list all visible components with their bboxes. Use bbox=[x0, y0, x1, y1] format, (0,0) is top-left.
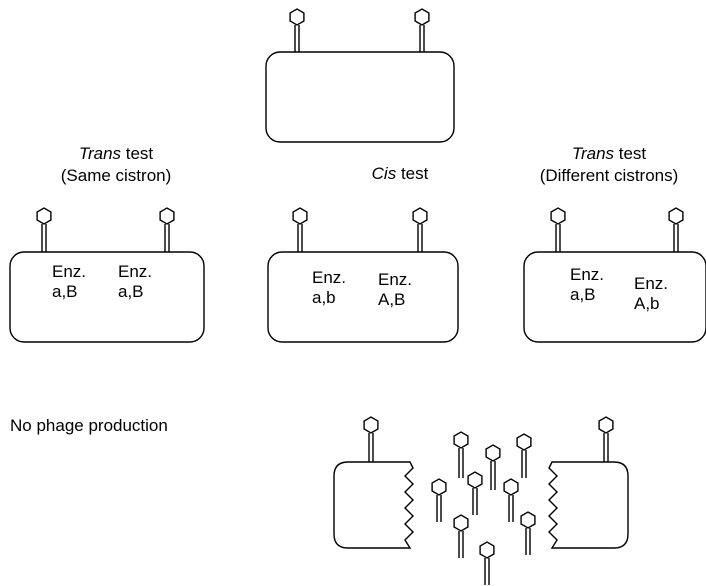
phage-icon bbox=[159, 207, 175, 252]
phage-head bbox=[453, 431, 469, 449]
phage-head bbox=[412, 207, 428, 225]
phage-head bbox=[363, 416, 379, 434]
phage-icon bbox=[467, 471, 483, 515]
phage-icon bbox=[292, 207, 308, 252]
phage-icon bbox=[453, 431, 469, 478]
enzyme-genotype: a,B bbox=[118, 282, 144, 301]
phage-icon bbox=[363, 416, 379, 462]
cis-enzyme-2: Enz. A,B bbox=[378, 270, 412, 310]
enzyme-label: Enz. bbox=[570, 265, 605, 284]
top-bacterial-cell bbox=[265, 51, 455, 143]
phage-icon bbox=[503, 478, 519, 522]
phage-icon bbox=[289, 8, 305, 52]
trans-diff-enzyme-1: Enz. a,B bbox=[570, 265, 604, 305]
cis-title-italic: Cis bbox=[371, 164, 397, 183]
trans-diff-title: Trans test bbox=[514, 144, 704, 164]
trans-same-enzyme-1: Enz. a,B bbox=[52, 262, 86, 302]
phage-icon bbox=[516, 433, 532, 478]
phage-head bbox=[289, 8, 305, 26]
phage-head bbox=[479, 541, 495, 559]
enzyme-genotype: a,B bbox=[570, 285, 596, 304]
phage-head bbox=[668, 207, 684, 225]
trans-same-cell bbox=[9, 251, 205, 343]
phage-icon bbox=[414, 8, 430, 52]
phage-icon bbox=[550, 207, 566, 252]
cis-title: Cis test bbox=[330, 164, 470, 184]
lysed-cell-left bbox=[333, 461, 414, 549]
cis-enzyme-1: Enz. a,b bbox=[312, 268, 346, 308]
phage-icon bbox=[485, 444, 501, 490]
phage-icon bbox=[36, 207, 52, 252]
phage-head bbox=[550, 207, 566, 225]
trans-same-title-rest: test bbox=[121, 144, 154, 163]
phage-icon bbox=[598, 416, 614, 462]
enzyme-genotype: A,B bbox=[378, 290, 406, 309]
phage-icon bbox=[412, 207, 428, 252]
phage-head bbox=[516, 433, 532, 451]
phage-icon bbox=[668, 207, 684, 252]
phage-head bbox=[503, 478, 519, 496]
phage-head bbox=[467, 471, 483, 489]
phage-head bbox=[431, 478, 447, 496]
phage-icon bbox=[479, 541, 495, 585]
phage-icon bbox=[520, 511, 536, 555]
phage-head bbox=[414, 8, 430, 26]
trans-same-title: Trans test bbox=[16, 144, 216, 164]
phage-head bbox=[485, 444, 501, 462]
trans-diff-cell bbox=[523, 251, 706, 343]
phage-head bbox=[292, 207, 308, 225]
cis-title-rest: test bbox=[396, 164, 429, 183]
trans-same-subtitle: (Same cistron) bbox=[60, 166, 172, 185]
phage-head bbox=[159, 207, 175, 225]
phage-head bbox=[36, 207, 52, 225]
trans-diff-subtitle: (Different cistrons) bbox=[539, 166, 679, 185]
phage-icon bbox=[431, 478, 447, 522]
cis-cell bbox=[267, 251, 459, 343]
lysed-cell-right bbox=[548, 461, 629, 549]
trans-diff-enzyme-2: Enz. A,b bbox=[634, 274, 668, 314]
phage-head bbox=[520, 511, 536, 529]
trans-diff-title-rest: test bbox=[614, 144, 647, 163]
enzyme-label: Enz. bbox=[312, 268, 347, 287]
enzyme-label: Enz. bbox=[634, 274, 669, 293]
no-phage-production-label: No phage production bbox=[10, 416, 168, 435]
trans-diff-title-italic: Trans bbox=[571, 144, 615, 163]
phage-head bbox=[453, 514, 469, 532]
trans-same-title-italic: Trans bbox=[78, 144, 122, 163]
enzyme-label: Enz. bbox=[378, 270, 413, 289]
trans-same-enzyme-2: Enz. a,B bbox=[118, 262, 152, 302]
enzyme-genotype: a,b bbox=[312, 288, 336, 307]
enzyme-genotype: a,B bbox=[52, 282, 78, 301]
phage-head bbox=[598, 416, 614, 434]
enzyme-label: Enz. bbox=[118, 262, 153, 281]
enzyme-genotype: A,b bbox=[634, 294, 660, 313]
phage-icon bbox=[453, 514, 469, 558]
enzyme-label: Enz. bbox=[52, 262, 87, 281]
